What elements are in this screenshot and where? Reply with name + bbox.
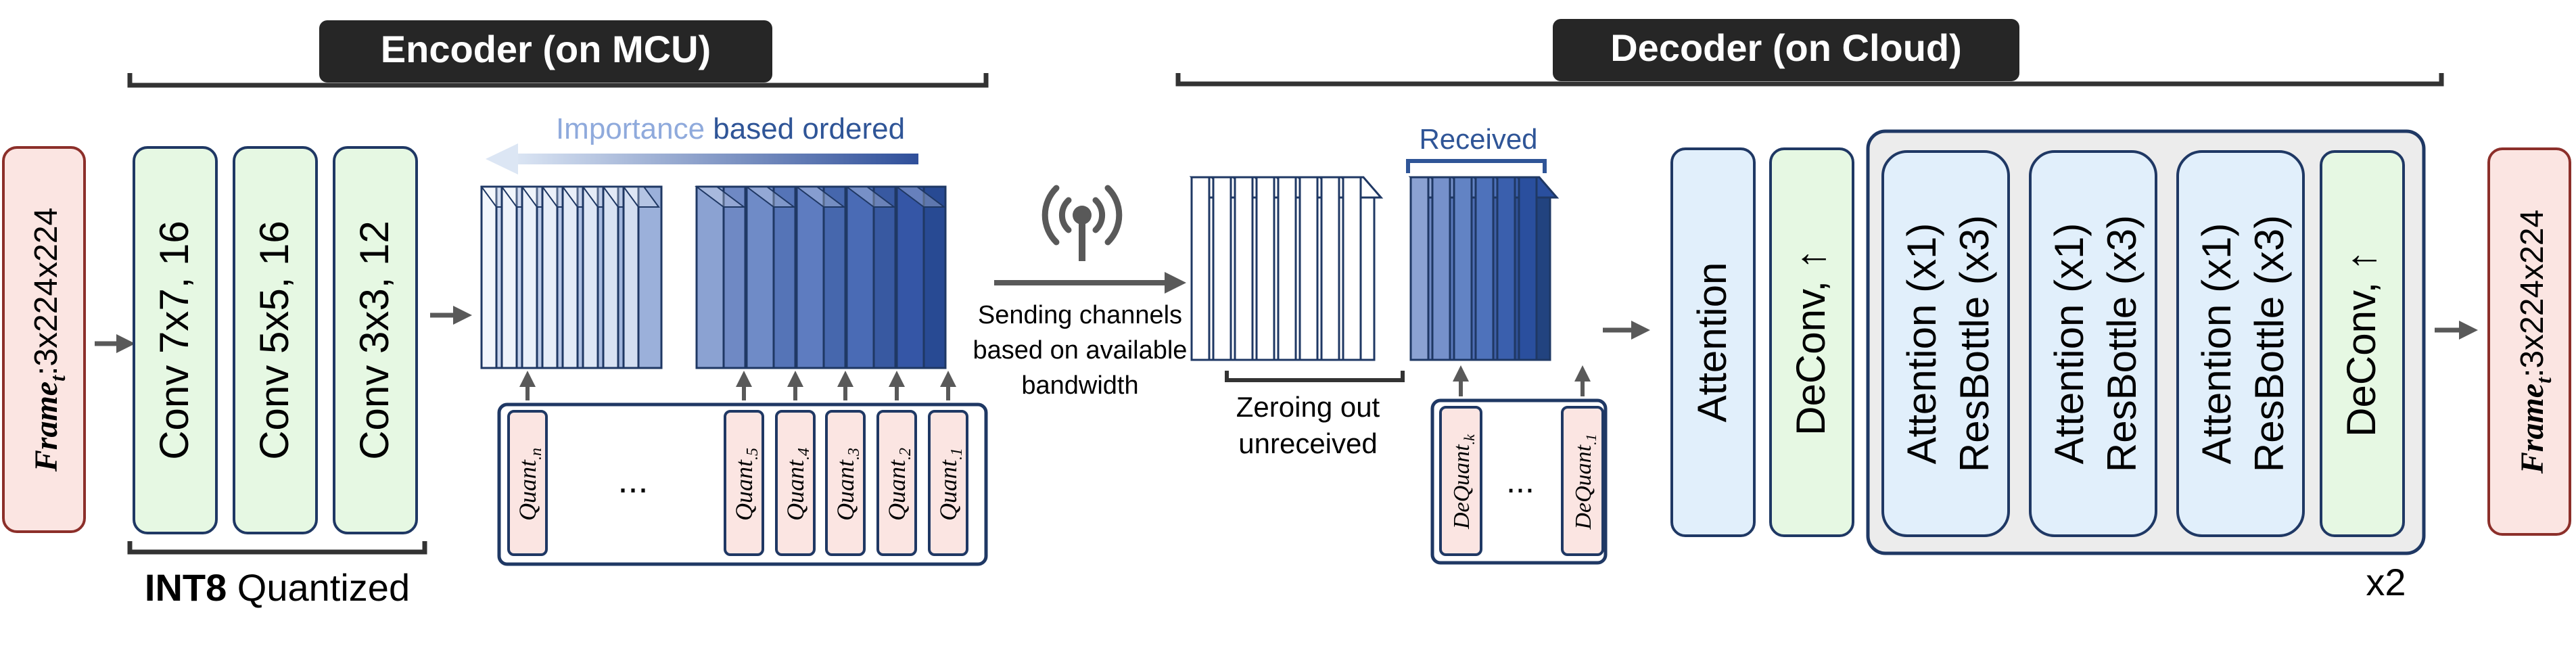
quant-boxes: Quant.n Quant.5 Quant.4 Quant.3 Quant.2 Quant… [507,410,968,556]
received-channel [1516,176,1560,361]
quant-box: Quant.5 [724,410,764,556]
dequant-box: DeQuant.k [1439,406,1482,556]
dequant-label: DeQuant.1 [1571,434,1599,530]
quant-label: Quant.n [514,448,545,521]
zeroing-bracket [1225,371,1405,382]
inner-block-3: Attention (x1) ResBottle (x3) [2176,150,2305,537]
quant-label: Quant.2 [883,448,914,521]
inner-block-3-line-2: ResBottle (x3) [2247,215,2292,472]
dequant-box: DeQuant.1 [1561,406,1604,556]
inner-block-2-line-1: Attention (x1) [2046,223,2092,465]
encoder-channel-stack [480,185,947,369]
quant-arrows [519,371,956,400]
quant-box: Quant.1 [928,410,968,556]
conv-layer-3-label: Conv 3x3, 12 [352,221,397,460]
conv-layer-3: Conv 3x3, 12 [333,146,418,534]
input-frame-box: Framet:3x224x224 [2,146,86,533]
zeroing-line-1: Zeroing out [1236,391,1380,423]
inner-deconv-block: DeConv, ↑ [2320,150,2405,537]
int8-quantized-label: INT8 Quantized [145,566,410,609]
zeroing-line-2: unreceived [1238,428,1377,459]
dequant-boxes: DeQuant.k DeQuant.1 [1439,406,1604,556]
transmission-line-2: based on available [973,336,1188,365]
inner-block-1-line-1: Attention (x1) [1899,223,1944,465]
received-label: Received [1419,123,1537,155]
output-frame-box: Framet:3x224x224 [2487,147,2571,536]
quant-label: Quant.3 [832,448,863,521]
quant-box: Quant.4 [775,410,816,556]
inner-deconv-label: DeConv, ↑ [2339,250,2384,437]
conv-layer-2-label: Conv 5x5, 16 [252,221,297,460]
inner-block-1-line-2: ResBottle (x3) [1952,215,1997,472]
quant-label: Quant.1 [935,448,966,521]
inner-block-2-line-2: ResBottle (x3) [2099,215,2145,472]
inner-block-2: Attention (x1) ResBottle (x3) [2029,150,2157,537]
importance-label: Importance based ordered [556,112,905,145]
received-bracket [1406,159,1547,173]
encoder-channel-important [895,185,947,369]
quant-box: Quant.n [507,410,548,556]
repeat-label: x2 [2366,561,2406,603]
importance-arrow [486,143,918,175]
quant-box: Quant.3 [825,410,866,556]
deconv-block: DeConv, ↑ [1769,147,1854,537]
transmission-line-1: Sending channels [978,301,1182,329]
encoder-channel [622,185,663,369]
encoder-channel-important [845,185,897,369]
quant-box: Quant.2 [876,410,917,556]
decoder-bracket [1175,73,2444,87]
output-frame-label: Framet:3x224x224 [2514,210,2556,474]
dequant-arrows [1453,365,1591,396]
input-frame-label: Framet:3x224x224 [28,208,70,472]
quant-ellipsis: ... [617,460,648,501]
antenna-icon [1041,185,1123,261]
encoder-channel-important [695,185,747,369]
dequant-ellipsis: ... [1506,462,1535,500]
deconv-label: DeConv, ↑ [1788,249,1833,436]
transmission-line-3: bandwidth [1021,371,1138,400]
encoder-title: Encoder (on MCU) [319,20,772,83]
quant-label: Quant.5 [730,448,762,521]
zeroed-channel [1340,176,1384,361]
conv-layer-1: Conv 7x7, 16 [133,146,218,534]
int8-bracket [127,541,427,555]
attention-label: Attention [1689,262,1735,423]
conv-layer-1-label: Conv 7x7, 16 [151,221,197,460]
encoder-channel-important [745,185,797,369]
attention-block: Attention [1670,147,1756,537]
zeroed-channel-stack [1189,176,1384,361]
conv-layer-2: Conv 5x5, 16 [233,146,318,534]
inner-block-1: Attention (x1) ResBottle (x3) [1881,150,2010,537]
decoder-title-text: Decoder (on Cloud) [1610,26,1962,69]
quant-label: Quant.4 [782,448,813,521]
encoder-title-text: Encoder (on MCU) [381,28,711,70]
inner-block-3-line-1: Attention (x1) [2194,223,2239,465]
dequant-label: DeQuant.k [1449,434,1478,530]
encoder-bracket [127,73,989,88]
decoder-title: Decoder (on Cloud) [1553,19,2019,81]
received-channel-stack [1408,176,1560,361]
encoder-channel-important [795,185,847,369]
